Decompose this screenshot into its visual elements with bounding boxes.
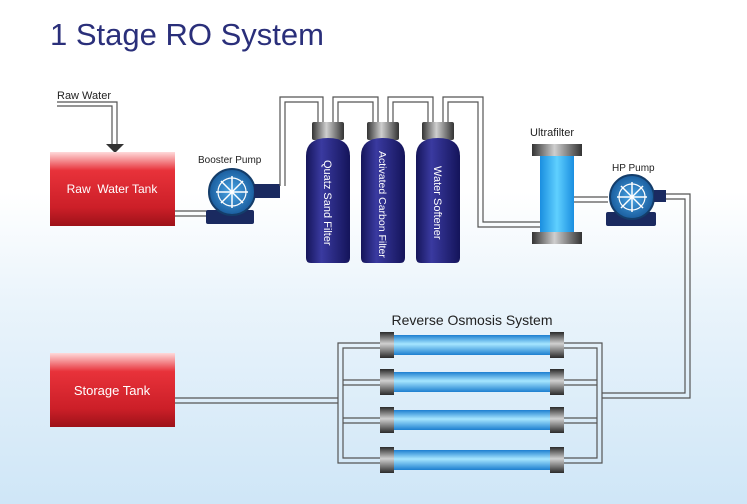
hp-pump-label: HP Pump [612,163,655,174]
booster-pump-icon [206,168,280,224]
pipe-tank-to-booster [175,210,212,217]
quartz-sand-filter-label: Quatz Sand Filter [321,160,333,246]
storage-tank-label: Storage Tank [74,383,151,398]
ro-membrane-2 [380,369,564,395]
activated-carbon-filter: Activated Carbon Filter [361,122,405,263]
raw-water-tank-label: Raw Water Tank [67,182,159,196]
ro-membrane-4 [380,447,564,473]
quartz-sand-filter: Quatz Sand Filter [306,122,350,263]
water-softener-label: Water Softener [431,166,443,240]
pipe-uf-to-hp-pump [574,196,608,203]
reverse-osmosis-system-label: Reverse Osmosis System [391,312,552,328]
ro-manifold-pipes [175,342,603,464]
raw-water-tank: Raw Water Tank [50,152,175,226]
raw-water-inlet: Raw Water [57,90,124,153]
page-title: 1 Stage RO System [50,17,324,52]
pipe-hp-to-ro [602,193,691,399]
pipe-booster-to-filters [279,96,540,228]
hp-pump-icon: HP Pump [606,163,666,226]
ro-membrane-1 [380,332,564,358]
ultrafilter-label: Ultrafilter [530,127,574,139]
ultrafilter: Ultrafilter [530,127,582,244]
raw-water-label: Raw Water [57,90,111,102]
booster-pump-label: Booster Pump [198,155,262,166]
water-softener: Water Softener [416,122,460,263]
storage-tank: Storage Tank [50,353,175,427]
ro-membrane-3 [380,407,564,433]
activated-carbon-filter-label: Activated Carbon Filter [376,151,388,258]
